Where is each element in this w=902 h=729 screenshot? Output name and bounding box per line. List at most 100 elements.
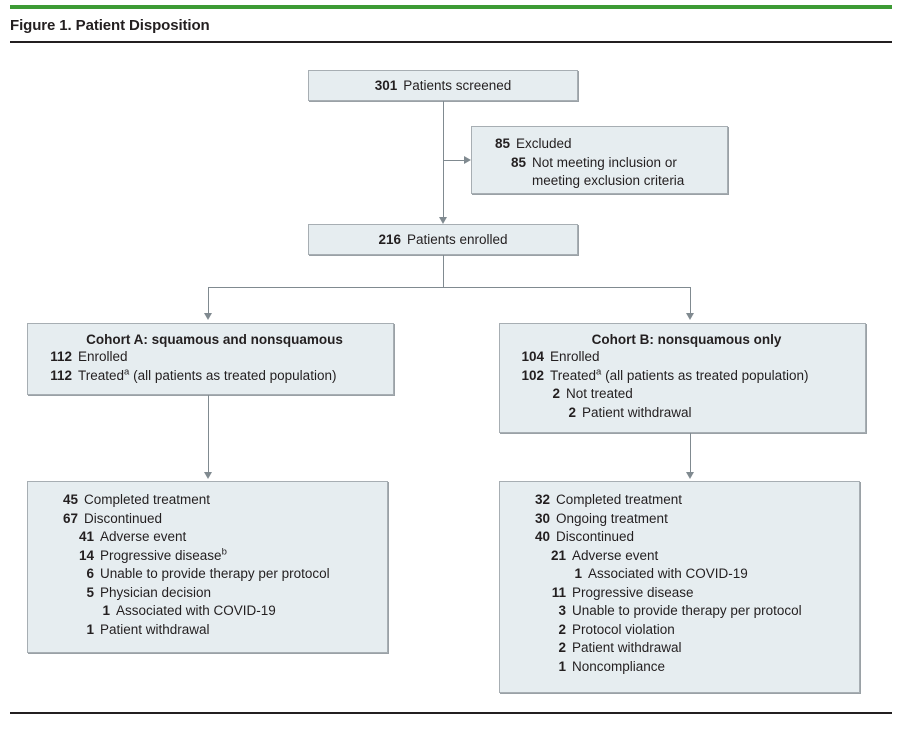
row-label: Discontinued <box>84 510 163 526</box>
arrow-into-outcomes-a <box>204 472 212 479</box>
flow-row: 1 Associated with COVID-19 <box>52 602 377 621</box>
row-count: 1 <box>558 658 566 674</box>
row-label: Associated with COVID-19 <box>116 603 276 618</box>
node-enrolled: 216 Patients enrolled <box>308 224 578 255</box>
row-count: 1 <box>574 566 582 581</box>
arrow-into-excluded <box>464 156 471 164</box>
arrow-into-cohort-b <box>686 313 694 320</box>
row-count: 2 <box>552 386 560 401</box>
excluded-line: 85 Excluded <box>484 135 717 154</box>
cohort-a-title: Cohort A: squamous and nonsquamous <box>86 332 343 347</box>
row-label: Completed treatment <box>556 492 683 507</box>
row-label: Progressive diseaseb <box>100 546 227 563</box>
flow-row: 104 Enrolled <box>518 348 855 367</box>
enrolled-count: 216 <box>378 232 401 247</box>
row-count: 2 <box>568 404 576 420</box>
row-label: Associated with COVID-19 <box>588 566 748 581</box>
flow-row: 102 Treateda (all patients as treated pop… <box>518 367 855 386</box>
footnote-marker: a <box>124 366 130 377</box>
flow-row: 3 Unable to provide therapy per protocol <box>524 602 849 621</box>
arrow-into-cohort-a <box>204 313 212 320</box>
flow-row: 1 Patient withdrawal <box>52 621 377 640</box>
flow-row: 32 Completed treatment <box>524 491 849 510</box>
connector-enrolled-stem <box>443 255 444 288</box>
footnote-marker: a <box>596 366 602 377</box>
row-label: Unable to provide therapy per protocol <box>572 603 802 618</box>
row-count: 21 <box>550 547 566 563</box>
arrow-into-outcomes-b <box>686 472 694 479</box>
flow-row: 5 Physician decision <box>52 584 377 603</box>
flow-row: 1 Associated with COVID-19 <box>524 565 849 584</box>
footer-divider <box>10 712 892 714</box>
flow-row: 112 Treateda (all patients as treated pop… <box>46 367 383 386</box>
row-count: 1 <box>86 621 94 637</box>
node-outcomes-b: 32 Completed treatment 30 Ongoing treatment… <box>499 481 860 693</box>
connector-cohort-b-to-outcomes <box>690 433 691 474</box>
row-count: 3 <box>558 603 566 618</box>
flow-row: 21 Adverse event <box>524 547 849 566</box>
connector-cohort-split <box>208 287 691 288</box>
cohort-b-title: Cohort B: nonsquamous only <box>591 332 782 347</box>
connector-to-cohort-a <box>208 287 209 315</box>
excluded-label: Excluded <box>516 136 572 151</box>
screened-count: 301 <box>374 78 398 93</box>
row-count: 40 <box>534 529 550 544</box>
cohort-b-rows: 104 Enrolled 102 Treateda (all patients as … <box>518 348 855 422</box>
row-label: Enrolled <box>550 349 600 364</box>
row-label: Discontinued <box>556 529 635 544</box>
row-label: Patient withdrawal <box>582 404 692 420</box>
enrolled-line: 216 Patients enrolled <box>309 231 577 249</box>
arrow-into-enrolled <box>439 217 447 224</box>
connector-cohort-a-to-outcomes <box>208 395 209 474</box>
row-label: Protocol violation <box>572 621 675 637</box>
row-label: Patient withdrawal <box>572 640 682 655</box>
row-count: 45 <box>62 492 78 507</box>
row-count: 32 <box>534 492 550 507</box>
row-label: Enrolled <box>78 349 128 364</box>
row-count: 30 <box>534 510 550 526</box>
row-label: Adverse event <box>572 547 659 563</box>
row-label: Ongoing treatment <box>556 510 668 526</box>
accent-rule <box>10 5 892 9</box>
flow-row: 67 Discontinued <box>52 510 377 529</box>
row-label: Not treated <box>566 386 633 401</box>
row-count: 67 <box>62 510 78 526</box>
node-screened: 301 Patients screened <box>308 70 578 101</box>
row-count: 11 <box>551 584 566 600</box>
row-label: Treateda (all patients as treated popula… <box>550 366 809 383</box>
row-label: Adverse event <box>100 529 187 544</box>
excluded-count: 85 <box>494 136 510 151</box>
flow-row: 30 Ongoing treatment <box>524 510 849 529</box>
row-count: 6 <box>86 566 94 581</box>
flow-row: 41 Adverse event <box>52 528 377 547</box>
row-count: 112 <box>50 349 72 364</box>
excluded-sub-label: Not meeting inclusion or meeting exclusi… <box>532 154 685 189</box>
row-label: Treateda (all patients as treated popula… <box>78 366 337 383</box>
row-label: Physician decision <box>100 584 212 600</box>
connector-to-cohort-b <box>690 287 691 315</box>
excluded-sub-line: 85 Not meeting inclusion or meeting excl… <box>484 154 717 191</box>
flow-row: 2 Patient withdrawal <box>518 404 855 423</box>
row-count: 41 <box>78 529 94 544</box>
footnote-marker: b <box>221 546 227 557</box>
row-count: 112 <box>50 367 72 383</box>
row-count: 14 <box>78 547 94 563</box>
row-count: 102 <box>521 367 544 383</box>
screened-line: 301 Patients screened <box>309 77 577 95</box>
row-count: 1 <box>102 603 110 618</box>
node-cohort-a: Cohort A: squamous and nonsquamous 112 En… <box>27 323 394 395</box>
row-count: 5 <box>86 584 94 600</box>
row-label: Patient withdrawal <box>100 621 210 637</box>
header-divider <box>10 41 892 43</box>
connector-screened-to-excluded <box>443 160 464 161</box>
row-count: 104 <box>521 349 544 364</box>
